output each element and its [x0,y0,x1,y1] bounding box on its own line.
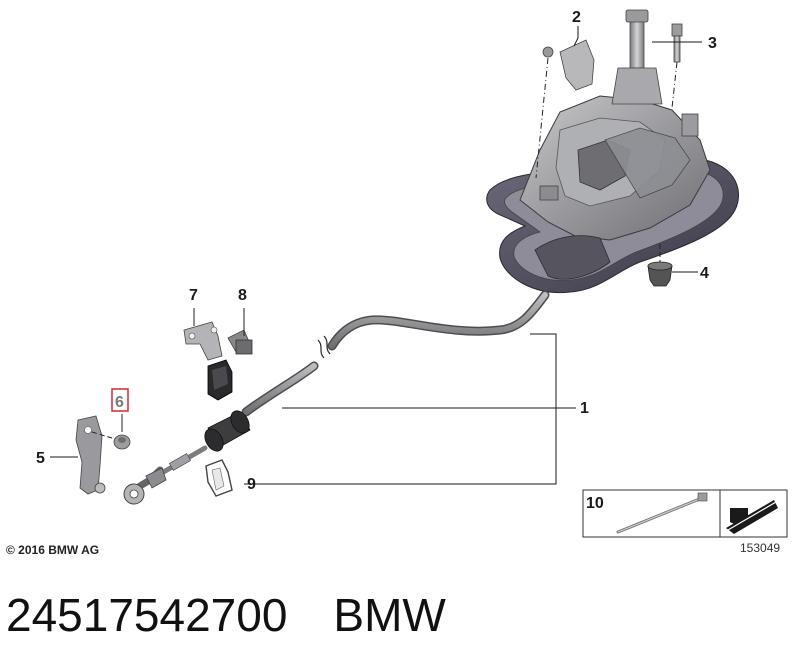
callout-2: 2 [572,9,581,26]
callout-6: 6 [115,394,124,411]
bolt-part-8 [227,308,253,355]
rubber-bushing [207,359,233,401]
copyright-notice: © 2016 BMW AG [6,543,99,557]
part-number: 24517542700 [6,589,288,641]
callout-5: 5 [36,450,45,467]
callout-6-highlight-box [111,388,129,412]
callout-4: 4 [700,265,709,282]
clip-part-9 [205,459,233,497]
callout-8: 8 [238,287,247,304]
gear-selector-housing [486,95,739,294]
callout-1: 1 [580,400,589,417]
shift-cable [123,290,550,505]
nut-part-6 [113,414,131,450]
reference-number: 153049 [740,541,780,555]
callout-3: 3 [708,35,717,52]
callout-10: 10 [586,495,604,512]
cable-tie-part-10 [616,492,708,534]
leader-lines [50,26,702,485]
caption: 24517542700 BMW [6,588,492,642]
bracket-part-7 [183,308,223,361]
callout-7: 7 [189,287,198,304]
grommet-part-4 [647,244,673,287]
bracket-part-2 [535,39,595,179]
screw-part-3 [671,23,683,109]
selector-lever-part-5 [75,415,113,495]
brand-name: BMW [333,589,446,641]
inset-part-10: 10 [582,489,788,538]
gear-lever-shaft [611,9,663,105]
callout-9: 9 [247,476,256,493]
symbol-icon [726,500,778,534]
